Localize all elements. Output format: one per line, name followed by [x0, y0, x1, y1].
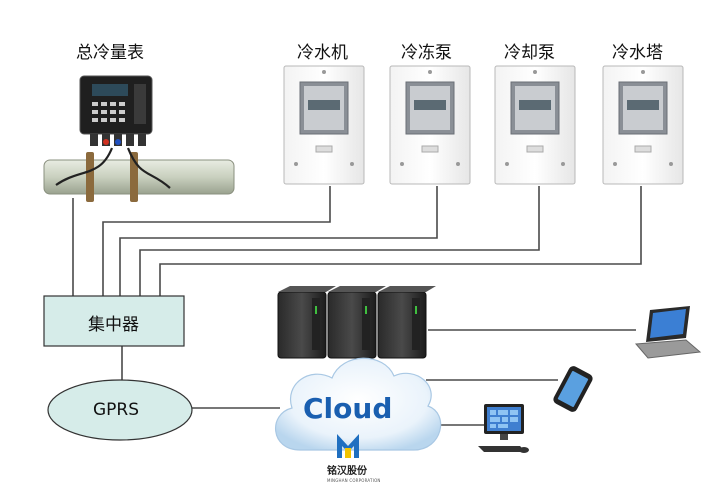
hub-label: 集中器 [88, 315, 139, 335]
cloud-label: Cloud [303, 392, 393, 425]
meter-cooling-pump [494, 65, 576, 185]
master-meter [43, 75, 235, 202]
company-logo [337, 434, 359, 458]
label-cooling-tower: 冷水塔 [612, 43, 663, 63]
logo-name: 铭汉股份 [327, 466, 367, 477]
meter-screen [92, 84, 128, 96]
wire-chiller [102, 186, 331, 296]
label-chiller: 冷水机 [297, 43, 348, 63]
label-cooling-pump: 冷却泵 [504, 43, 555, 63]
wire-cooling-pump [139, 186, 540, 296]
wire-chilled-pump [119, 186, 438, 296]
label-master-meter: 总冷量表 [76, 43, 144, 63]
desktop-icon [478, 404, 529, 453]
meter-chilled-pump [389, 65, 471, 185]
cloud-shape [275, 357, 442, 451]
gprs-label: GPRS [93, 400, 140, 420]
smartphone-icon [553, 366, 593, 412]
laptop-icon [634, 306, 702, 359]
gprs-ellipse [47, 379, 193, 441]
logo-sub: MINGHAN CORPORATION [327, 478, 381, 483]
servers [277, 286, 436, 359]
hub-box [43, 295, 185, 347]
meter-chiller [283, 65, 365, 185]
wire-cooling-tower [159, 186, 642, 296]
label-chilled-pump: 冷冻泵 [401, 43, 452, 63]
wiring [72, 186, 642, 426]
meter-cooling-tower [602, 65, 684, 185]
